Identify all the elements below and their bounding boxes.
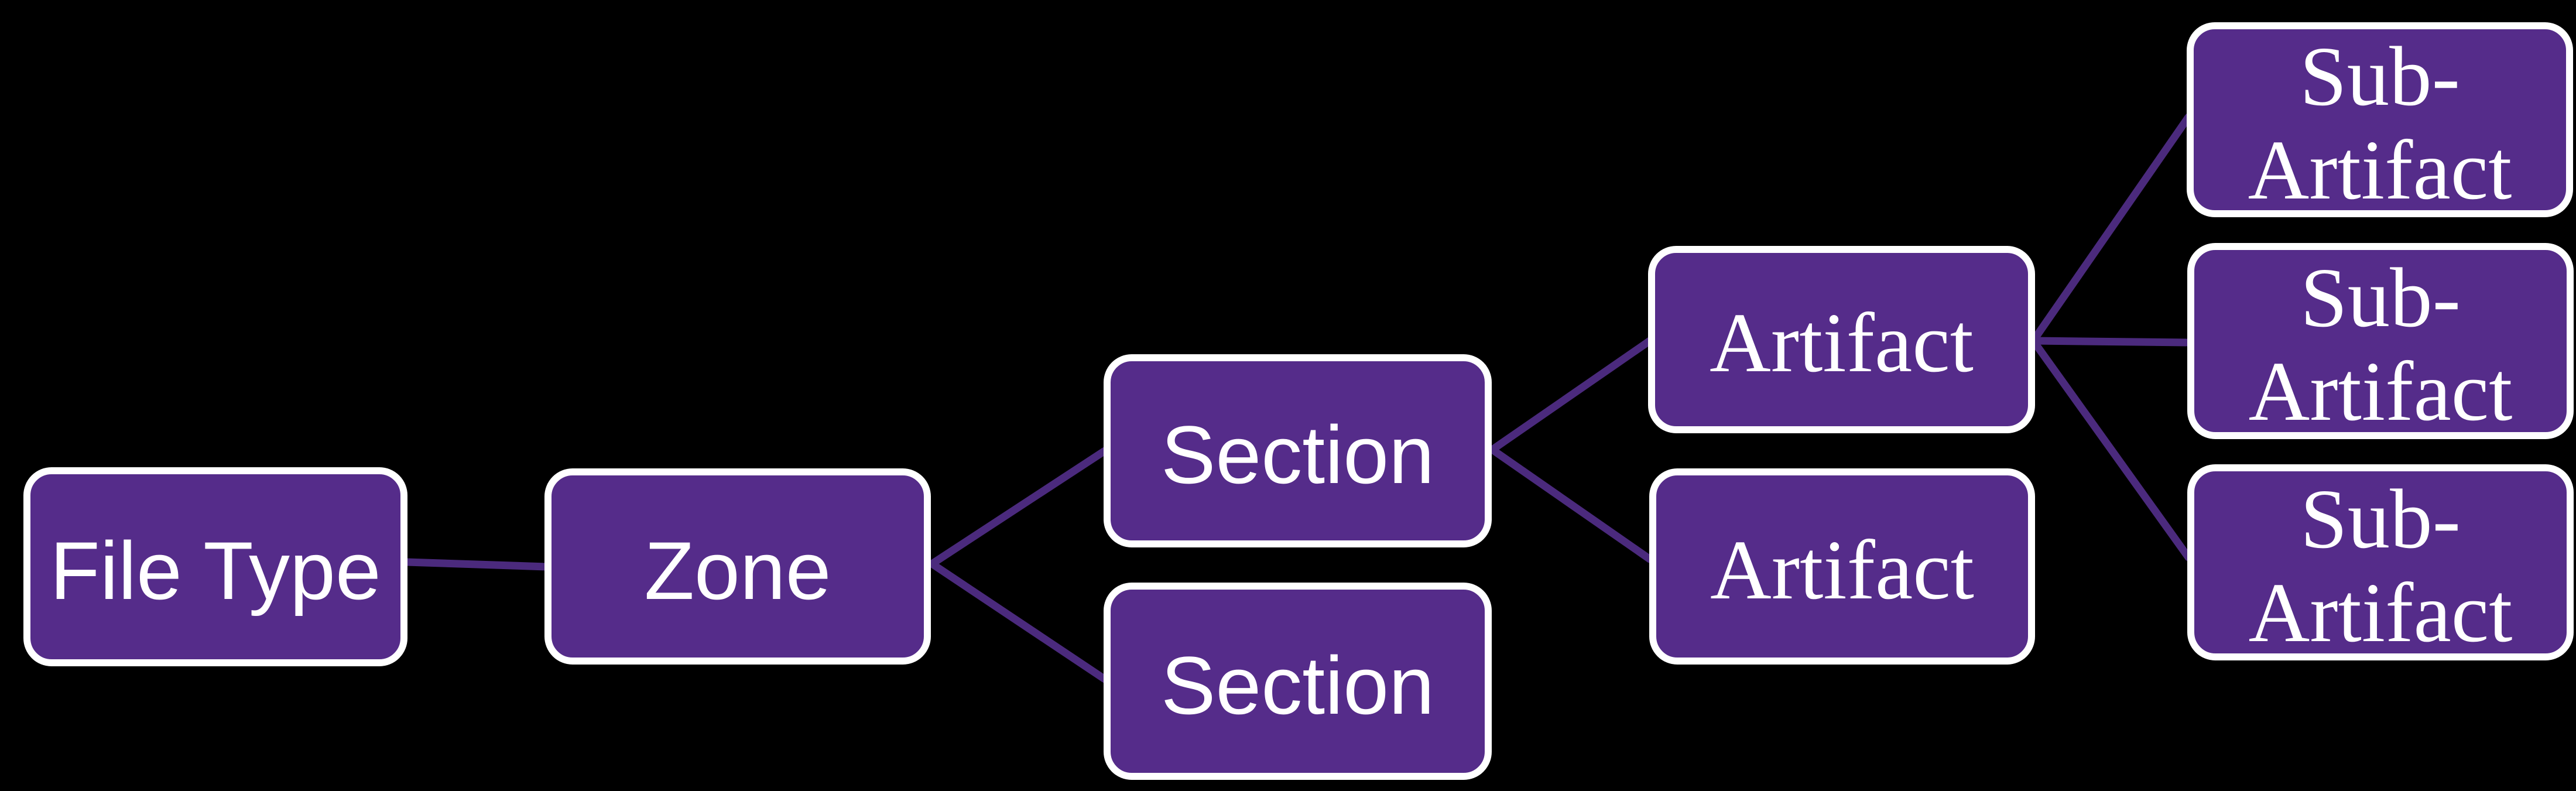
node-label-line2: Artifact	[2248, 123, 2512, 217]
node-zone: Zone	[544, 468, 931, 665]
connector-section-top-artifact-bottom	[1488, 446, 1654, 563]
node-label-line1: Sub-	[2300, 30, 2460, 124]
connector-artifact-top-sub-artifact-middle	[2029, 337, 2193, 347]
node-artifact-bottom: Artifact	[1649, 468, 2035, 665]
node-label: File Type	[50, 525, 381, 617]
connector-section-top-artifact-top	[1488, 337, 1654, 454]
connector-artifact-top-sub-artifact-top	[2029, 113, 2193, 345]
node-file-type: File Type	[23, 467, 407, 666]
node-label: Section	[1161, 639, 1434, 731]
node-label: Section	[1161, 409, 1434, 501]
connector-artifact-top-sub-artifact-bottom	[2029, 337, 2193, 561]
node-artifact-top: Artifact	[1648, 246, 2035, 433]
node-section-top: Section	[1104, 354, 1492, 547]
connector-file-type-zone	[403, 558, 550, 571]
node-label: Artifact	[1710, 523, 1974, 617]
node-label: Artifact	[1710, 296, 1974, 391]
node-sub-artifact-top: Sub- Artifact	[2187, 22, 2573, 217]
node-label-line2: Artifact	[2248, 344, 2513, 439]
node-section-bottom: Section	[1104, 583, 1492, 780]
node-sub-artifact-middle: Sub- Artifact	[2187, 243, 2574, 439]
node-sub-artifact-bottom: Sub- Artifact	[2187, 464, 2574, 660]
node-label-line1: Sub-	[2300, 251, 2461, 345]
node-label-line1: Sub-	[2300, 472, 2461, 566]
connector-zone-section-top	[928, 447, 1109, 568]
connector-zone-section-bottom	[928, 560, 1109, 683]
node-label: Zone	[644, 524, 831, 617]
node-label-line2: Artifact	[2248, 566, 2513, 660]
